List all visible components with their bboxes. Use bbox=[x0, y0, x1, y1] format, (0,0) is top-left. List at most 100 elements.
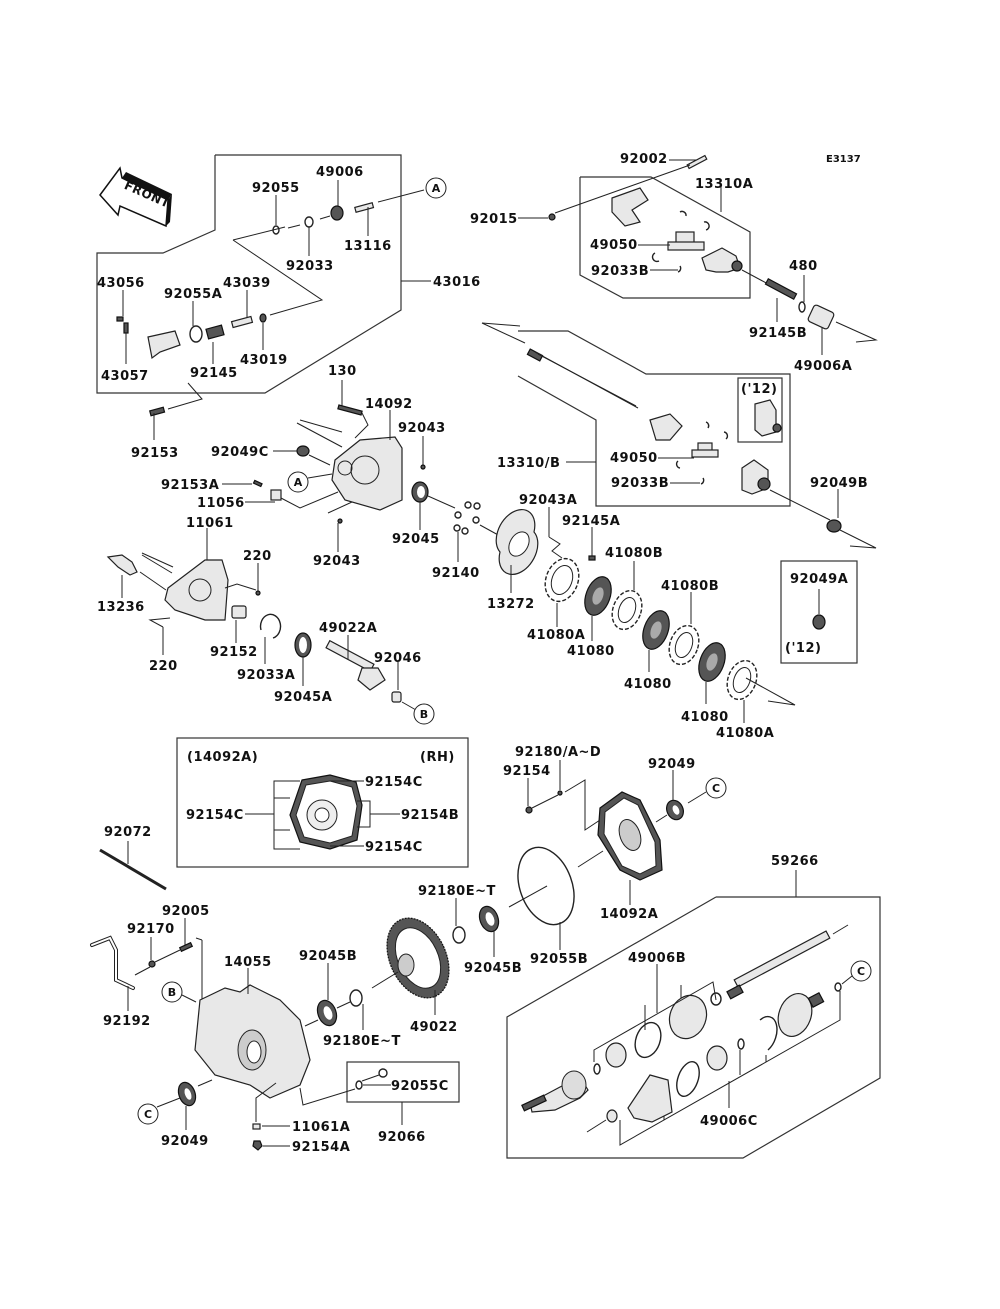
label-92045A: 92045A bbox=[274, 690, 332, 705]
ref-a-gearcase: A bbox=[294, 476, 303, 489]
label-41080B-first: 41080B bbox=[605, 546, 663, 561]
label-13236: 13236 bbox=[97, 600, 145, 615]
label-92002: 92002 bbox=[620, 152, 668, 167]
year-note-12-upper: ('12) bbox=[741, 382, 777, 397]
label-13310B: 13310/B bbox=[497, 456, 560, 471]
ref-a-upper: A bbox=[432, 182, 441, 195]
label-92015: 92015 bbox=[470, 212, 518, 227]
label-92154: 92154 bbox=[503, 764, 551, 779]
label-92033A: 92033A bbox=[237, 668, 295, 683]
label-43019: 43019 bbox=[240, 353, 288, 368]
label-92154C-bottom: 92154C bbox=[365, 840, 423, 855]
label-43016: 43016 bbox=[433, 275, 481, 290]
box-14092A: (14092A) (RH) 92154C 92154C 92154B 92154… bbox=[176, 737, 469, 868]
label-130: 130 bbox=[328, 364, 357, 379]
axle-group-59266: 59266 C 49006B bbox=[506, 854, 881, 1159]
upper-right-parts: 480 92145B 49006A bbox=[741, 259, 878, 374]
label-92192: 92192 bbox=[103, 1014, 151, 1029]
label-59266: 59266 bbox=[771, 854, 819, 869]
box-title-14092A: (14092A) bbox=[187, 750, 258, 765]
label-49022: 49022 bbox=[410, 1020, 458, 1035]
label-480: 480 bbox=[789, 259, 818, 274]
label-92180E-T-upper: 92180E~T bbox=[418, 884, 496, 899]
label-92154B: 92154B bbox=[401, 808, 459, 823]
rh-cover: 92180/A~D 92154 14092A 92049 C 92055B 92… bbox=[418, 745, 727, 976]
label-92145A: 92145A bbox=[562, 514, 620, 529]
clutch-pack: 92043A 92145A 41080A 41080 41080B 41080 … bbox=[519, 493, 796, 741]
label-92049C: 92049C bbox=[211, 445, 269, 460]
group-13310B: ('12) 13310/B 49050 92033B 92049B 92049A… bbox=[481, 322, 877, 664]
label-43057: 43057 bbox=[101, 369, 149, 384]
label-92153A: 92153A bbox=[161, 478, 219, 493]
label-92055A: 92055A bbox=[164, 287, 222, 302]
label-92055C: 92055C bbox=[391, 1079, 449, 1094]
label-92005: 92005 bbox=[162, 904, 210, 919]
ref-b-lower: B bbox=[168, 986, 176, 999]
label-92180-A-D: 92180/A~D bbox=[515, 745, 601, 760]
label-220-bottom: 220 bbox=[149, 659, 178, 674]
label-92154C-top: 92154C bbox=[365, 775, 423, 790]
label-92055B: 92055B bbox=[530, 952, 588, 967]
label-92045: 92045 bbox=[392, 532, 440, 547]
label-49006A: 49006A bbox=[794, 359, 852, 374]
year-note-12-lower: ('12) bbox=[785, 641, 821, 656]
label-92072: 92072 bbox=[104, 825, 152, 840]
label-41080A-second: 41080A bbox=[716, 726, 774, 741]
label-92033B: 92033B bbox=[591, 264, 649, 279]
label-43056: 43056 bbox=[97, 276, 145, 291]
label-220-top: 220 bbox=[243, 549, 272, 564]
label-92043-top: 92043 bbox=[398, 421, 446, 436]
label-92153: 92153 bbox=[131, 446, 179, 461]
label-92152: 92152 bbox=[210, 645, 258, 660]
label-92170: 92170 bbox=[127, 922, 175, 937]
ref-c-rh: C bbox=[712, 782, 720, 795]
label-92154C-left: 92154C bbox=[186, 808, 244, 823]
cover-group: 11061 220 13236 220 92152 92033A 92045A … bbox=[97, 516, 435, 725]
ref-c-axle: C bbox=[857, 965, 865, 978]
label-92145: 92145 bbox=[190, 366, 238, 381]
label-41080B-second: 41080B bbox=[661, 579, 719, 594]
label-92033B-b: 92033B bbox=[611, 476, 669, 491]
group-13310A: 13310A 92002 92015 49050 92033B bbox=[470, 152, 753, 299]
label-92049-lower: 92049 bbox=[161, 1134, 209, 1149]
label-49006C: 49006C bbox=[700, 1114, 758, 1129]
label-41080-second: 41080 bbox=[624, 677, 672, 692]
bearing-balls bbox=[453, 501, 481, 535]
label-11061: 11061 bbox=[186, 516, 234, 531]
label-13272: 13272 bbox=[487, 597, 535, 612]
box-side-rh: (RH) bbox=[420, 750, 455, 765]
label-92154A: 92154A bbox=[292, 1140, 350, 1155]
label-49006B: 49006B bbox=[628, 951, 686, 966]
gearcase-left: 130 14092 92043 92049C 92153 92153A 1105… bbox=[131, 364, 539, 612]
label-11061A: 11061A bbox=[292, 1120, 350, 1135]
lower-left: 92072 92005 92170 92192 B 14055 92045B bbox=[90, 825, 460, 1155]
label-41080-third: 41080 bbox=[681, 710, 729, 725]
label-92180E-T-lower: 92180E~T bbox=[323, 1034, 401, 1049]
label-92055: 92055 bbox=[252, 181, 300, 196]
diagram-code: E3137 bbox=[826, 154, 861, 165]
label-13116: 13116 bbox=[344, 239, 392, 254]
front-arrow-icon: FRONT bbox=[99, 166, 172, 228]
label-49022A: 49022A bbox=[319, 621, 377, 636]
label-92049B: 92049B bbox=[810, 476, 868, 491]
label-49006: 49006 bbox=[316, 165, 364, 180]
group-43016: 43016 92055 49006 13116 92033 4 bbox=[96, 154, 481, 394]
label-92033: 92033 bbox=[286, 259, 334, 274]
ref-b-upper: B bbox=[420, 708, 428, 721]
ref-c-lower: C bbox=[144, 1108, 152, 1121]
label-92043A: 92043A bbox=[519, 493, 577, 508]
label-92145B: 92145B bbox=[749, 326, 807, 341]
label-13310A: 13310A bbox=[695, 177, 753, 192]
label-11056: 11056 bbox=[197, 496, 245, 511]
label-92066: 92066 bbox=[378, 1130, 426, 1145]
label-49050: 49050 bbox=[590, 238, 638, 253]
label-92049-rh: 92049 bbox=[648, 757, 696, 772]
label-92043-bottom: 92043 bbox=[313, 554, 361, 569]
label-92049A: 92049A bbox=[790, 572, 848, 587]
label-41080A-first: 41080A bbox=[527, 628, 585, 643]
label-41080-first: 41080 bbox=[567, 644, 615, 659]
label-14092A: 14092A bbox=[600, 907, 658, 922]
label-92045B-right: 92045B bbox=[464, 961, 522, 976]
